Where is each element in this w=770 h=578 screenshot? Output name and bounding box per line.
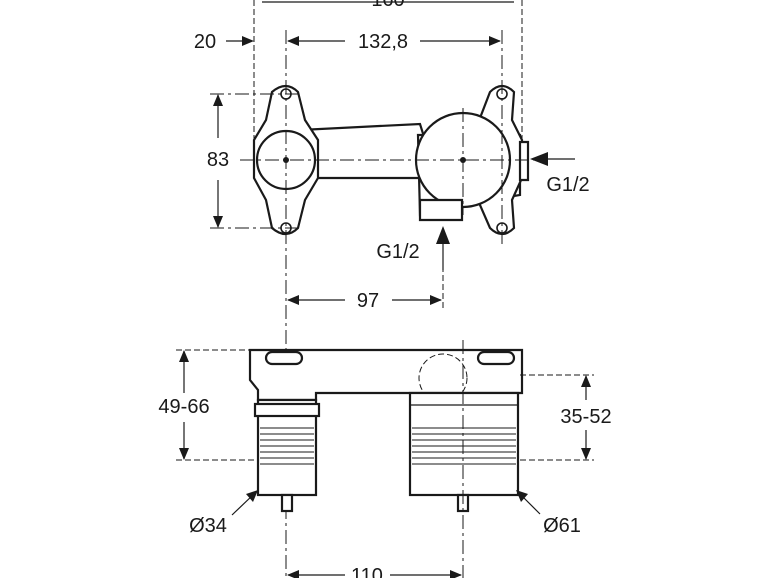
bottom-inlet-boss [418,198,464,222]
dim-outlet-distance: 97 [287,290,442,312]
left-stem [280,493,294,513]
dim-outlet-distance-label: 97 [357,290,379,312]
side-inlet-boss [518,140,530,182]
dim-overall-width: 160 [262,0,514,11]
dim-right-depth: 35-52 [560,375,612,460]
right-cartridge [408,391,520,497]
left-slot [264,350,304,366]
right-thread [412,427,516,465]
dim-bottom-centre-distance-label: 110 [351,565,383,578]
bottom-inlet-label: G1/2 [376,241,419,263]
dim-bottom-centre-distance: 110 [287,565,462,578]
left-thread [260,427,314,465]
bottom-inlet-callout: G1/2 [376,226,450,270]
dim-overall-width-label: 160 [371,0,404,11]
dim-centre-distance-top: 132,8 [287,31,501,53]
right-slot [476,350,516,366]
side-view [176,340,594,578]
dim-left-depth-label: 49-66 [158,396,209,418]
dim-right-diameter-label: Ø61 [543,515,581,537]
dim-left-diameter: Ø34 [189,490,258,537]
dim-left-offset: 20 [194,31,254,53]
left-cartridge-collar [253,402,321,418]
side-inlet-label: G1/2 [546,174,589,196]
dim-centre-distance-top-label: 132,8 [358,31,408,53]
dim-mount-height: 83 [207,94,229,228]
dim-left-offset-label: 20 [194,31,216,53]
dim-left-depth: 49-66 [158,350,210,460]
dim-mount-height-label: 83 [207,149,229,171]
dim-right-diameter: Ø61 [516,490,581,537]
side-inlet-callout: G1/2 [530,152,590,196]
dim-left-diameter-label: Ø34 [189,515,227,537]
dim-right-depth-label: 35-52 [560,406,611,428]
